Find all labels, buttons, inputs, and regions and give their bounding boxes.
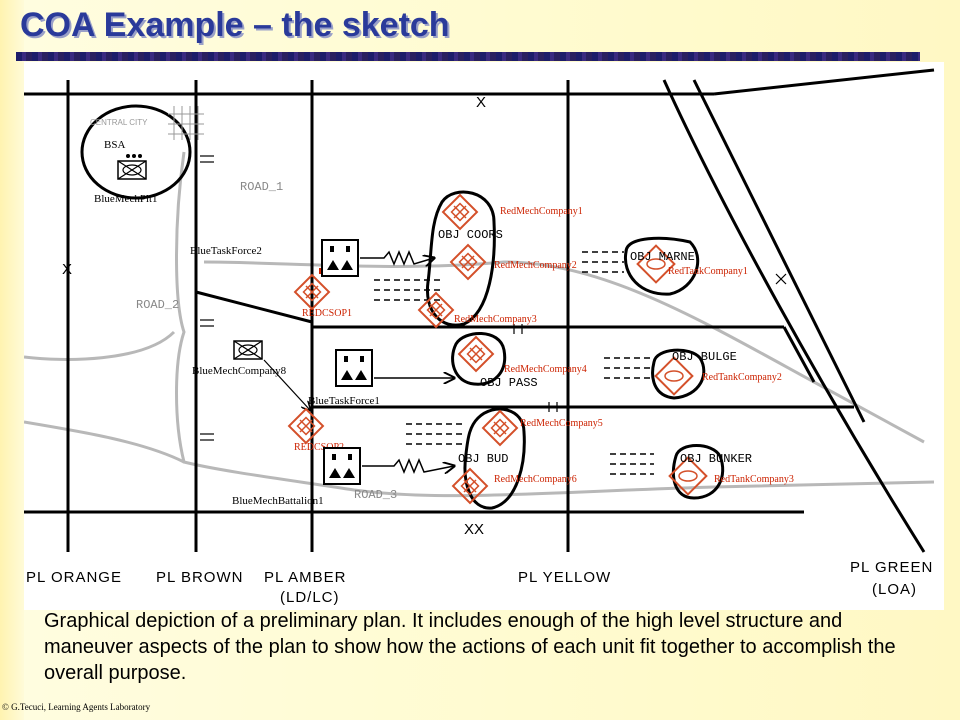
objective-label: OBJ PASS <box>480 376 538 390</box>
phase-line-label: PL ORANGE <box>26 569 122 586</box>
copyright-notice: © G.Tecuci, Learning Agents Laboratory <box>2 702 151 712</box>
phase-line-label: PL GREEN <box>850 559 933 576</box>
red-unit-label: RedTankCompany1 <box>668 266 748 277</box>
blue-unit-label: BlueTaskForce1 <box>308 395 380 407</box>
phase-line-sub-label: (LD/LC) <box>280 589 340 606</box>
slide-caption: Graphical depiction of a preliminary pla… <box>44 610 896 684</box>
red-small-label: REDCSOP2 <box>294 442 344 453</box>
red-unit-label: RedMechCompany2 <box>494 260 577 271</box>
red-small-label: REDCSOP1 <box>302 308 352 319</box>
sketch-svg: X X XX CENTRAL CITY BSA BlueMechPlt1 ROA… <box>24 68 935 606</box>
left-boundary-marker: X <box>62 261 72 278</box>
objective-label: OBJ COORS <box>438 228 503 242</box>
phase-line-label: PL AMBER <box>264 569 346 586</box>
top-boundary-marker: X <box>476 94 486 111</box>
blue-unit-label: BlueTaskForce2 <box>190 245 262 257</box>
red-mech-company2-icon <box>450 244 486 280</box>
coa-sketch-map: X X XX CENTRAL CITY BSA BlueMechPlt1 ROA… <box>24 62 944 610</box>
objective-label: OBJ BUD <box>458 452 508 466</box>
red-mech-company3-icon <box>418 292 454 328</box>
red-mech-company6-icon <box>452 468 488 504</box>
bsa-dots <box>126 154 142 158</box>
phase-line-label: PL BROWN <box>156 569 243 586</box>
objective-label: OBJ MARNE <box>630 250 695 264</box>
road-label: ROAD_3 <box>354 488 397 502</box>
title-underline <box>16 52 920 61</box>
blue-unit-label: BlueMechCompany8 <box>192 365 287 377</box>
crossing-ticks <box>200 155 787 441</box>
red-unit-label: RedMechCompany3 <box>454 314 537 325</box>
phase-lines <box>24 68 935 553</box>
red-mech-company4-icon <box>458 336 494 372</box>
road-label: ROAD_1 <box>240 180 283 194</box>
blue-unit-label: BlueMechBattalion1 <box>232 495 324 507</box>
roads <box>24 151 935 498</box>
task-force-1-icon <box>335 349 373 387</box>
phase-line-sub-label: (LOA) <box>872 581 917 598</box>
task-force-2-icon <box>321 239 359 277</box>
bsa-label: BSA <box>104 139 125 151</box>
approach-lines <box>374 251 654 475</box>
bottom-boundary-marker: XX <box>464 521 484 538</box>
red-unit-label: RedMechCompany6 <box>494 474 577 485</box>
central-city-grid <box>168 106 204 140</box>
central-city-label: CENTRAL CITY <box>90 118 148 127</box>
red-unit-label: RedTankCompany3 <box>714 474 794 485</box>
left-decor-band <box>0 0 24 720</box>
blue-mech-company8-icon <box>233 340 263 360</box>
objective-areas <box>425 190 725 510</box>
blue-mech-battalion1-icon <box>323 447 361 485</box>
red-unit-label: RedTankCompany2 <box>702 372 782 383</box>
red-csop2-icon <box>288 408 324 444</box>
objective-label: OBJ BULGE <box>672 350 737 364</box>
bsa-area <box>80 104 192 200</box>
red-mech-company1-icon <box>442 194 478 230</box>
blue-unit-label: BlueMechPlt1 <box>94 193 158 205</box>
red-mech-company5-icon <box>482 410 518 446</box>
slide-title: COA Example – the sketch <box>20 6 450 44</box>
phase-line-label: PL YELLOW <box>518 569 611 586</box>
blue-mech-plt1-icon <box>117 160 147 180</box>
red-unit-label: RedMechCompany1 <box>500 206 583 217</box>
red-unit-label: RedMechCompany5 <box>520 418 603 429</box>
road-label: ROAD_2 <box>136 298 179 312</box>
red-unit-label: RedMechCompany4 <box>504 364 587 375</box>
objective-label: OBJ BUNKER <box>680 452 752 466</box>
